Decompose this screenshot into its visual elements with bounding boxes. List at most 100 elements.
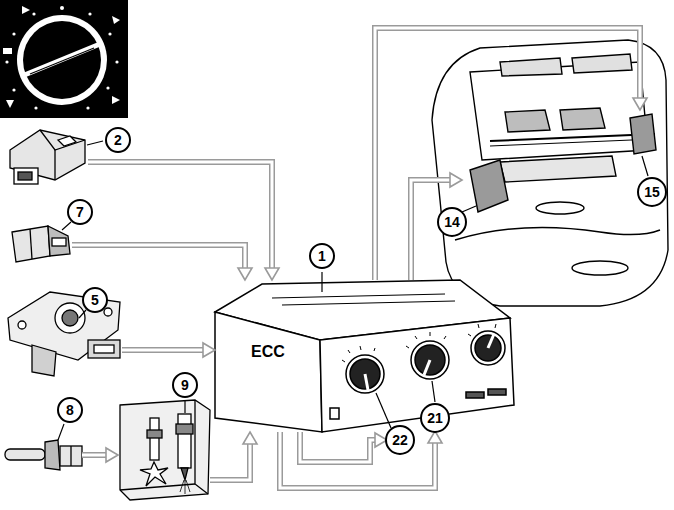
mode-dial-inset-part-part [86,106,89,109]
leader-lines-part [642,156,648,176]
ecc-unit-body [215,280,514,432]
heater-housing-part [572,54,632,73]
ecc-unit-body-part [330,408,339,419]
signal-arrow [82,448,118,462]
arrow-outline [300,432,375,462]
mode-dial-inset-part-part [106,86,109,89]
signal-arrow [210,432,257,480]
mode-dial-inset-part-part [60,6,64,10]
mode-dial-inset-part-part [32,12,35,15]
engine-control-unit-part [150,418,159,460]
leader-lines-part [87,141,103,145]
engine-control-unit-part [181,468,188,480]
arrow-core [300,432,375,462]
mode-dial-inset [0,0,128,118]
mode-dial-inset-part-part [115,60,118,63]
leader-lines-part [376,393,391,428]
sun-sensor: 2 [8,128,88,186]
sun-sensor-part [14,168,38,184]
callout-number: 22 [385,425,415,455]
flap-motor: 14 [462,160,510,236]
blower-sensor-part [104,308,112,316]
ecc-unit-body-part [475,335,501,361]
mode-dial-inset-part-part [12,88,15,91]
mode-dial-inset-part-part [88,12,91,15]
coolant-sensor-part [60,446,82,466]
temperature-sensor-part [30,229,32,259]
blower-sensor-part [62,310,78,326]
control-unit: 9 [118,398,210,502]
ecc-unit-body-part-part [444,336,446,339]
mode-dial-inset-part-part [108,32,111,35]
sun-sensor-part [54,150,55,180]
heater-housing-part [560,108,605,130]
callout-number: 15 [637,177,667,207]
engine-control-unit-part [147,430,162,438]
ecc-unit-body-part [272,294,445,298]
engine-control-unit-part [176,424,193,434]
ecc-unit-body-part-part [468,334,471,336]
leader-lines-part [432,381,435,402]
signal-arrow [88,162,279,280]
callout-number: 14 [437,207,467,237]
arrow-head [265,268,279,280]
engine-control-unit-part [178,414,191,468]
ecc-unit-body-part-part [360,346,361,350]
ecc-unit-body-part-part [406,346,409,348]
heater-housing-part [432,40,668,306]
sun-sensor-part [40,130,85,150]
mode-dial-inset-part [17,15,107,105]
arrow-core [375,28,640,280]
arrow-core [210,444,250,480]
arrow-head [238,268,252,280]
mode-dial-inset-part [30,48,94,74]
callout-number: 9 [172,372,198,398]
arrow-outline [210,444,250,480]
ecc-unit-body-part [215,312,322,432]
callout-number: 1 [309,243,335,269]
mode-dial-inset-part-part [5,60,8,63]
callout-number: 8 [57,397,83,423]
arrow-head [106,448,118,462]
blower-sensor: 5 [5,288,122,376]
callout-number: 2 [105,127,131,153]
engine-control-unit-part [180,480,190,494]
mode-dial-inset-part-part [12,32,15,35]
mode-dial-inset-part [23,21,101,99]
temperature-sensor-part [12,226,50,262]
heater-housing-part [470,160,508,212]
ecc-unit-body-part [471,331,505,365]
signal-arrow [280,431,442,488]
mode-dial-inset-part-part [34,106,37,109]
engine-control-unit-part [140,462,168,486]
ecc-unit-body-part-part [348,350,350,353]
leader-lines-part [321,272,322,292]
temperature-sensor: 7 [10,222,72,262]
ecc-unit-body-part [415,345,445,375]
arrow-outline [72,245,245,268]
coolant-sensor: 8 [5,436,82,474]
leader-lines-part [62,222,71,230]
mode-dial-inset-part-part [3,48,12,54]
ecc-unit-body-part [365,374,368,390]
unit-label: ECC [251,343,285,361]
heater-housing [432,40,668,306]
callout-number: 21 [420,403,450,433]
heater-housing-part [500,58,562,76]
signal-arrow [300,432,387,462]
mode-dial-inset-part [0,0,128,118]
arrow-outline [82,452,106,458]
coolant-sensor-part [5,449,45,460]
engine-control-unit-part [195,400,208,494]
blower-sensor-part [32,345,56,376]
arrow-head [203,343,215,357]
control-knob: 21 [422,405,448,431]
blower-sensor-part [94,345,114,353]
arrow-core [122,349,203,352]
engine-control-unit [120,400,210,500]
ecc-unit-body-part-part [430,332,431,336]
sun-sensor-part [18,172,32,180]
signal-arrow [375,28,647,280]
coolant-sensor-part [70,446,71,466]
